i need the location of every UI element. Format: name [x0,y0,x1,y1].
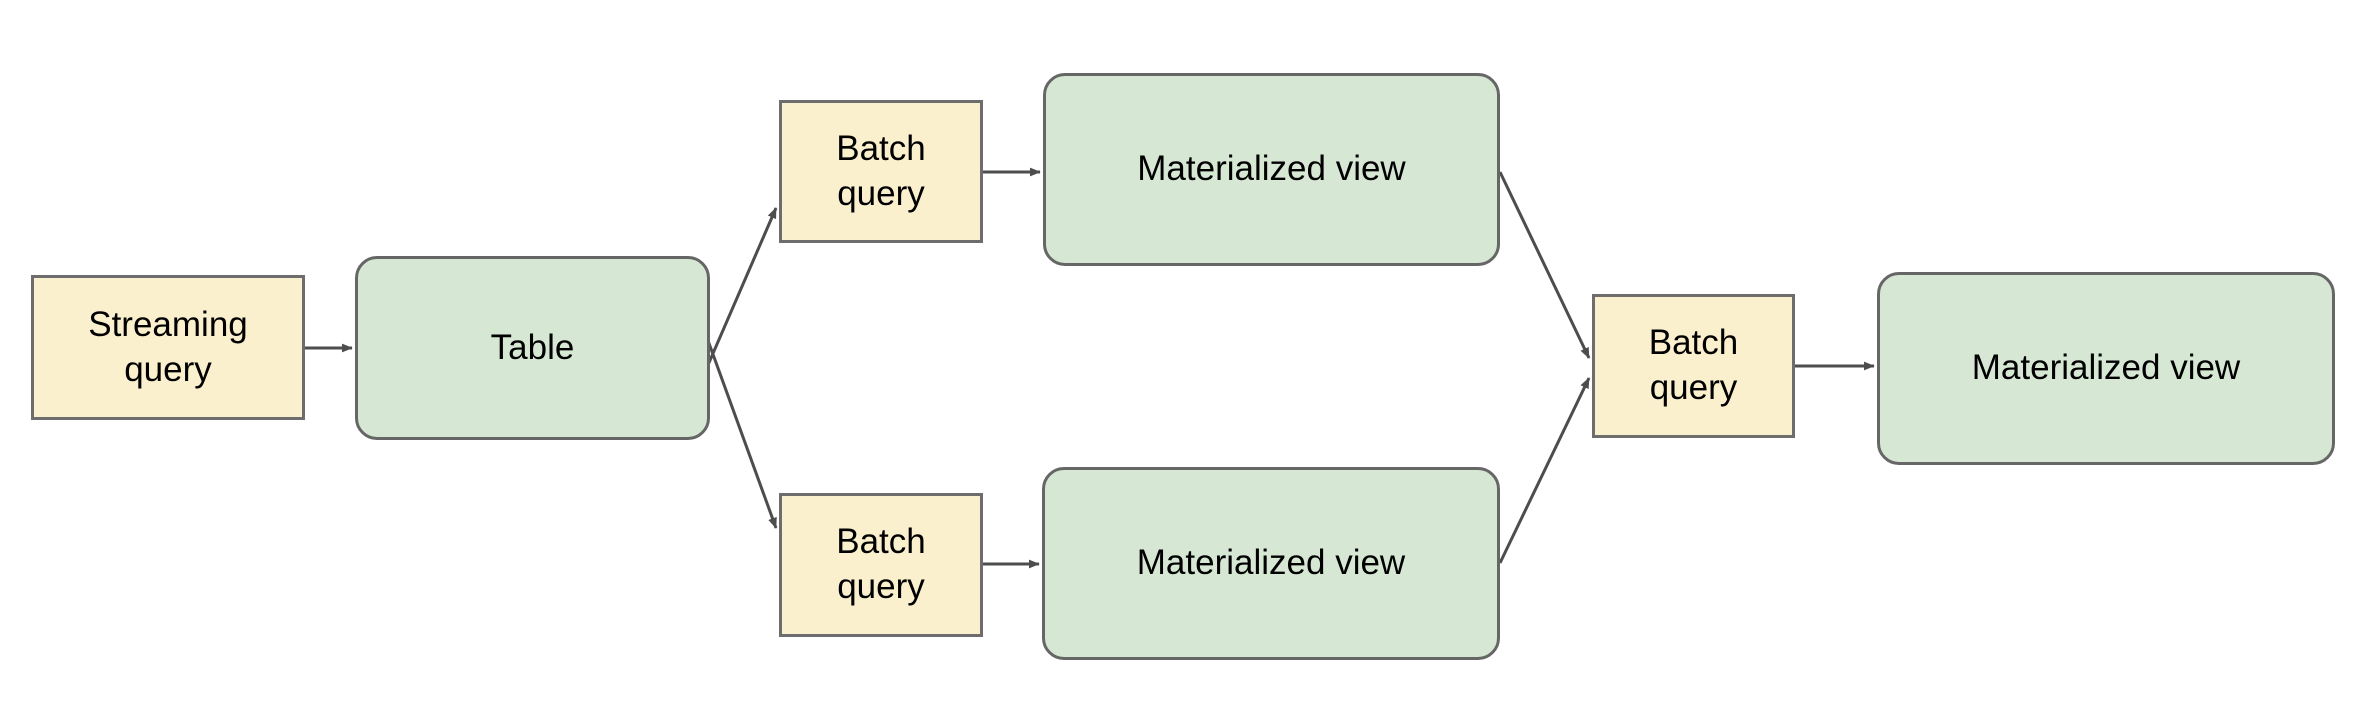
node-batch-query-bottom[interactable]: Batch query [779,493,983,637]
node-batch-query-center-label: Batch query [1648,323,1739,407]
node-batch-query-top[interactable]: Batch query [779,100,983,243]
edge-mv-bottom-to-batch-center [1498,377,1591,564]
node-streaming-query[interactable]: Streaming query [31,275,305,420]
node-materialized-view-top-label: Materialized view [1137,149,1406,189]
node-materialized-view-bottom[interactable]: Materialized view [1042,467,1500,660]
node-table-label: Table [490,327,575,367]
edge-mv-top-to-batch-center [1498,171,1591,359]
node-batch-query-bottom-label: Batch query [836,522,926,606]
node-batch-query-center[interactable]: Batch query [1592,294,1795,438]
node-materialized-view-right-label: Materialized view [1971,348,2241,388]
node-streaming-query-label: Streaming query [88,304,248,389]
node-batch-query-top-label: Batch query [836,128,926,213]
node-materialized-view-bottom-label: Materialized view [1136,543,1406,583]
node-materialized-view-top[interactable]: Materialized view [1043,73,1500,266]
node-materialized-view-right[interactable]: Materialized view [1877,272,2335,465]
node-table[interactable]: Table [355,256,710,440]
